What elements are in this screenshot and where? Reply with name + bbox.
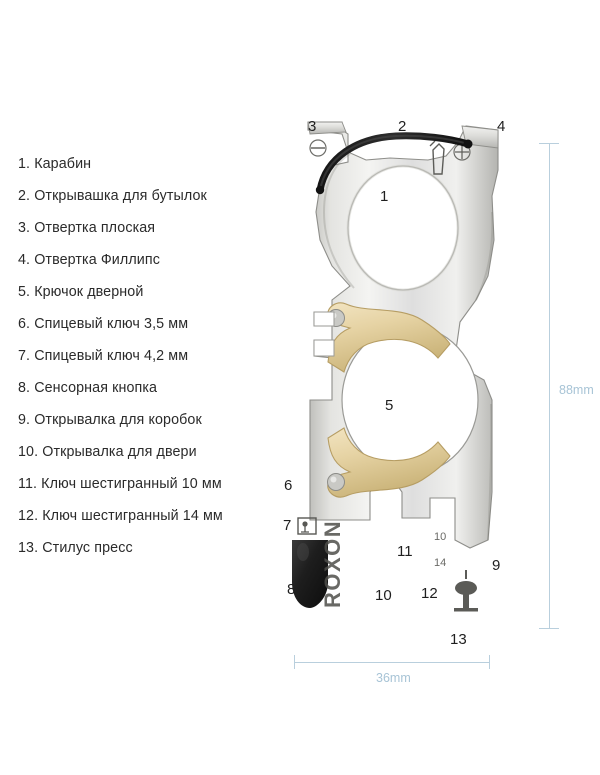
list-item: 3. Отвертка плоская — [18, 219, 156, 236]
svg-text:ROXON: ROXON — [320, 520, 345, 608]
list-item: 8. Сенсорная кнопка — [18, 379, 158, 396]
product-image: 10 14 ROXON — [270, 100, 530, 660]
callout-12: 12 — [421, 585, 438, 602]
callout-3: 3 — [308, 118, 317, 135]
list-item: 5. Крючок дверной — [18, 283, 144, 300]
carabiner-gate-wire — [315, 132, 473, 195]
callout-5: 5 — [385, 397, 394, 414]
touch-button-rubber-tip — [292, 540, 328, 608]
stylus-press-icon — [454, 570, 478, 612]
spoke-wrench-notches — [313, 311, 335, 357]
callout-7: 7 — [283, 517, 292, 534]
feature-list: 1. Карабин 2. Открывашка для бутылок 3. … — [18, 157, 268, 573]
list-item: 2. Открывашка для бутылок — [18, 187, 207, 204]
callout-13: 13 — [450, 631, 467, 648]
callout-8: 8 — [287, 581, 296, 598]
list-item: 12. Ключ шестигранный 14 мм — [18, 507, 223, 524]
list-item: 9. Открывалка для коробок — [18, 411, 202, 428]
list-item: 13. Стилус пресс — [18, 539, 133, 556]
bottle-opener-icon — [429, 140, 445, 175]
brand-engraving: ROXON — [320, 520, 345, 608]
surface-shading — [322, 153, 494, 541]
hex-14-engraving: 14 — [434, 557, 446, 569]
callout-1: 1 — [380, 188, 389, 205]
list-item: 4. Отвертка Филлипс — [18, 251, 160, 268]
callout-10: 10 — [375, 587, 392, 604]
callout-9: 9 — [492, 557, 501, 574]
list-item: 11. Ключ шестигранный 10 мм — [18, 475, 222, 492]
flat-screwdriver-tip — [307, 121, 347, 157]
list-item: 7. Спицевый ключ 4,2 мм — [18, 347, 189, 364]
dimension-height-bottom-tick — [539, 628, 559, 629]
callout-11: 11 — [397, 543, 413, 560]
dimension-width-line — [294, 662, 489, 663]
list-item: 6. Спицевый ключ 3,5 мм — [18, 315, 189, 332]
list-item: 10. Открывалка для двери — [18, 443, 197, 460]
dimension-height-label: 88mm — [555, 382, 598, 399]
list-item: 1. Карабин — [18, 156, 92, 172]
callout-6: 6 — [284, 477, 293, 494]
callout-4: 4 — [497, 118, 506, 135]
dimension-width-right-tick — [489, 655, 490, 669]
hex-wrench-engravings: 10 14 — [434, 531, 446, 569]
callout-2: 2 — [398, 118, 407, 135]
hex-10-engraving: 10 — [434, 531, 446, 543]
gold-door-hook — [327, 302, 451, 498]
dimension-width-label: 36mm — [372, 670, 415, 687]
touch-button-icon — [297, 517, 317, 535]
dimension-height-line — [549, 143, 550, 628]
